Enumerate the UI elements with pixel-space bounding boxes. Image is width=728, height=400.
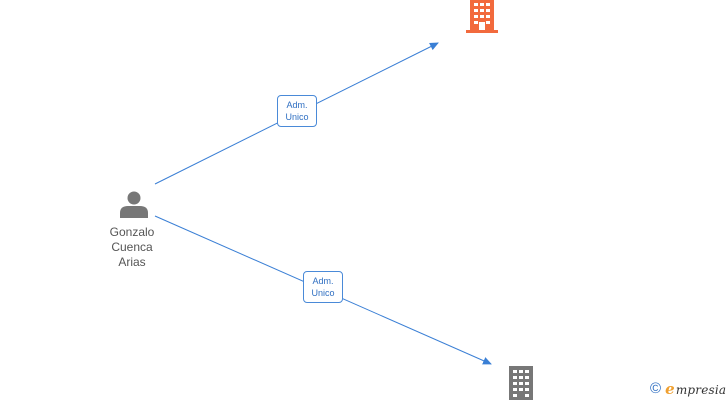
person-name[interactable]: Gonzalo Cuenca Arias: [92, 225, 172, 270]
relation-label-1[interactable]: Adm. Unico: [277, 95, 317, 127]
person-icon[interactable]: [120, 191, 148, 219]
relation-label-line: Unico: [285, 112, 309, 122]
brand-initial: e: [665, 380, 675, 398]
relation-label-line: Adm.: [312, 276, 334, 286]
relation-label-line: Unico: [311, 288, 335, 298]
brand-name: mpresia: [675, 383, 727, 397]
empresia-watermark[interactable]: © empresia: [650, 379, 726, 399]
building-icon[interactable]: [466, 0, 498, 33]
building-icon[interactable]: [509, 366, 533, 400]
person-name-line: Gonzalo: [109, 225, 155, 239]
person-name-line: Arias: [118, 255, 146, 269]
copyright-icon: ©: [650, 380, 662, 397]
relation-label-2[interactable]: Adm. Unico: [303, 271, 343, 303]
relation-label-line: Adm.: [286, 100, 308, 110]
brand-logo: empresia: [665, 380, 726, 398]
person-name-line: Cuenca: [111, 240, 153, 254]
